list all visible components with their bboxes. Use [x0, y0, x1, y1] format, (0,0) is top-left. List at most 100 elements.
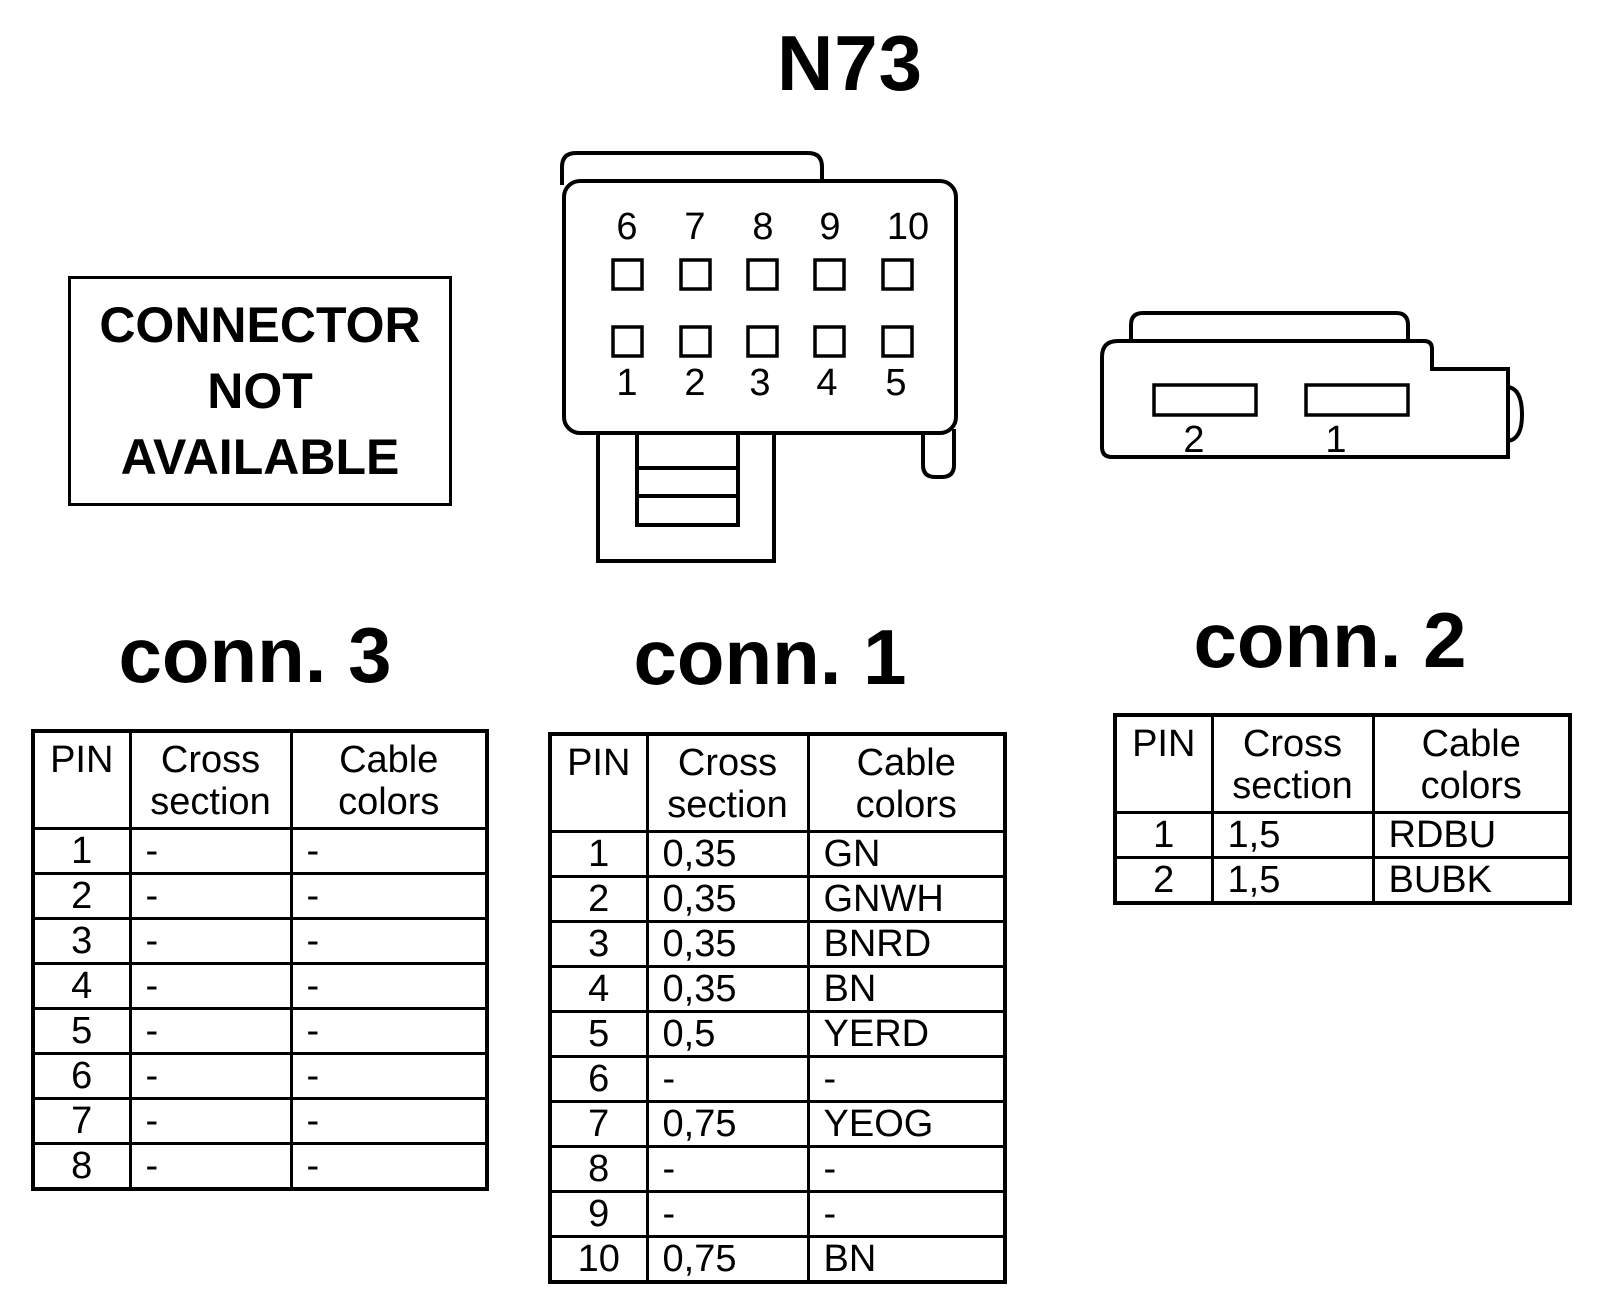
cross-section-cell: 0,5: [645, 1009, 810, 1058]
cross-section-cell: 0,35: [645, 919, 810, 968]
pin-cell: 2: [1113, 855, 1214, 904]
diagram-title: N73: [776, 19, 924, 107]
cross-section-cell: 1,5: [1210, 855, 1375, 904]
conn2-title: conn. 2: [1193, 596, 1467, 684]
cross-section-cell: -: [645, 1144, 810, 1193]
pin-header: PIN: [1113, 713, 1214, 814]
cross-section-cell: 0,75: [645, 1234, 810, 1283]
cross-section-cell: 0,35: [645, 964, 810, 1013]
pin-cell: 3: [548, 919, 649, 968]
table-row: 2--: [31, 871, 489, 920]
pin-cell: 8: [31, 1141, 132, 1190]
cable-color-cell: BN: [806, 1234, 1007, 1283]
cable-color-cell: YERD: [806, 1009, 1007, 1058]
cross-section-cell: -: [128, 1051, 293, 1100]
conn1-pin-label: 4: [816, 362, 837, 404]
table-row: 5--: [31, 1006, 489, 1055]
connector-2-drawing: 2 1: [1100, 311, 1525, 461]
cable-color-cell: RDBU: [1371, 810, 1572, 859]
pin-cell: 7: [548, 1099, 649, 1148]
pin-cell: 1: [1113, 810, 1214, 859]
conn1-pin-label: 2: [684, 362, 705, 404]
cable-color-cell: -: [806, 1054, 1007, 1103]
conn1-pin-label: 1: [616, 362, 637, 404]
connector-not-available-box: CONNECTOR NOT AVAILABLE: [68, 276, 452, 506]
conn1-pin-label: 7: [684, 206, 705, 248]
cable-color-cell: BUBK: [1371, 855, 1572, 904]
cross-section-cell: 1,5: [1210, 810, 1375, 859]
pin-cell: 4: [31, 961, 132, 1010]
table-row: 9--: [548, 1189, 1007, 1238]
cable-color-cell: GN: [806, 829, 1007, 878]
connector-1-drawing: 6 7 8 9 10 1 2 3 4 5: [560, 151, 958, 563]
cross-section-cell: -: [128, 871, 293, 920]
table-row: 1--: [31, 826, 489, 875]
table-row: 7--: [31, 1096, 489, 1145]
cable-color-cell: BNRD: [806, 919, 1007, 968]
cross-section-cell: 0,75: [645, 1099, 810, 1148]
not-available-line-2: NOT: [207, 363, 313, 419]
pin-cell: 8: [548, 1144, 649, 1193]
pin-cell: 3: [31, 916, 132, 965]
table-row: 3--: [31, 916, 489, 965]
pin-cell: 9: [548, 1189, 649, 1238]
pin-cell: 6: [31, 1051, 132, 1100]
conn1-pin-label: 9: [819, 206, 840, 248]
cable-color-cell: -: [289, 826, 489, 875]
pin-cell: 6: [548, 1054, 649, 1103]
conn1-title: conn. 1: [633, 613, 907, 701]
cross-section-cell: -: [645, 1189, 810, 1238]
table-row: 6--: [31, 1051, 489, 1100]
table-row: 8--: [31, 1141, 489, 1190]
conn2-pin-label: 1: [1325, 419, 1346, 461]
cable-color-cell: -: [289, 1051, 489, 1100]
not-available-line-1: CONNECTOR: [99, 297, 421, 353]
cable-color-cell: -: [806, 1144, 1007, 1193]
cross-section-cell: 0,35: [645, 829, 810, 878]
pin-cell: 5: [548, 1009, 649, 1058]
pin-cell: 10: [548, 1234, 649, 1283]
pin-cell: 2: [548, 874, 649, 923]
conn1-pin-label: 8: [752, 206, 773, 248]
conn1-pin-label: 3: [749, 362, 770, 404]
pin-cell: 1: [31, 826, 132, 875]
cross-section-cell: -: [128, 961, 293, 1010]
cable-color-cell: -: [289, 1141, 489, 1190]
cross-section-cell: 0,35: [645, 874, 810, 923]
table-row: 4--: [31, 961, 489, 1010]
cross-section-cell: -: [128, 1006, 293, 1055]
cable-color-cell: GNWH: [806, 874, 1007, 923]
conn2-pin-label: 2: [1183, 419, 1204, 461]
pin-header: PIN: [31, 729, 132, 830]
pin-cell: 4: [548, 964, 649, 1013]
pin-cell: 2: [31, 871, 132, 920]
cross-section-cell: -: [128, 916, 293, 965]
cable-color-cell: YEOG: [806, 1099, 1007, 1148]
cross-section-cell: -: [128, 826, 293, 875]
cable-color-cell: BN: [806, 964, 1007, 1013]
cable-color-cell: -: [806, 1189, 1007, 1238]
cross-section-cell: -: [128, 1141, 293, 1190]
table-row: 6--: [548, 1054, 1007, 1103]
cable-color-cell: -: [289, 871, 489, 920]
conn3-rows: 1--2--3--4--5--6--7--8--: [31, 826, 489, 1190]
cable-color-cell: -: [289, 916, 489, 965]
pin-cell: 5: [31, 1006, 132, 1055]
conn3-title: conn. 3: [118, 611, 392, 699]
cross-section-cell: -: [645, 1054, 810, 1103]
